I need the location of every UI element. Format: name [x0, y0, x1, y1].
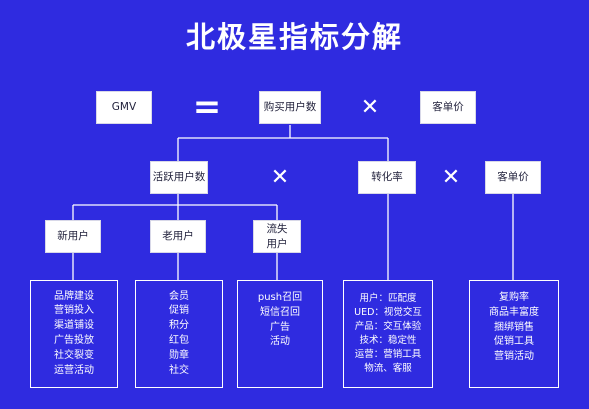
detail-item: 红包	[169, 335, 189, 346]
detail-item: 复购率	[499, 292, 529, 303]
equals-operator: =	[192, 87, 222, 127]
node-active-users: 活跃用户数	[150, 161, 208, 194]
node-aov-row2-label: 客单价	[497, 171, 529, 184]
node-buyers: 购买用户数	[259, 91, 321, 124]
detail-item: 用户：匹配度	[359, 292, 417, 304]
detail-item: 营销投入	[54, 305, 94, 317]
node-buyers-label: 购买用户数	[263, 101, 317, 114]
node-churn-users-line2: 用户	[266, 237, 288, 250]
times-operator-row2-left: ✕	[270, 164, 290, 190]
detail-item: 促销工具	[494, 336, 534, 348]
detail-item: 广告	[270, 321, 290, 333]
node-churn-users-line1: 流失	[266, 223, 288, 236]
node-old-users: 老用户	[150, 220, 206, 253]
detail-item: 活动	[270, 336, 290, 348]
detail-item: 广告投放	[54, 335, 94, 346]
times-operator-row1: ✕	[360, 94, 380, 120]
detail-item: UED：视觉交互	[354, 306, 422, 318]
detail-item: 勋章	[169, 349, 189, 361]
detail-churn-users: push召回 短信召回 广告 活动	[237, 280, 323, 388]
times-operator-row2-right: ✕	[441, 164, 461, 190]
detail-item: 会员	[169, 290, 189, 302]
diagram-title: 北极星指标分解	[185, 20, 403, 54]
node-conversion-label: 转化率	[371, 171, 403, 184]
detail-item: 社交裂变	[54, 349, 94, 361]
detail-item: 短信召回	[260, 306, 300, 318]
detail-item: 技术：稳定性	[359, 335, 417, 346]
detail-item: 品牌建设	[54, 290, 94, 302]
detail-item: 运营活动	[54, 364, 94, 376]
node-conversion: 转化率	[358, 161, 416, 194]
detail-item: 物流、客服	[364, 363, 412, 375]
node-new-users: 新用户	[45, 220, 101, 253]
detail-item: 促销	[169, 305, 189, 317]
node-aov-row1-label: 客单价	[432, 101, 464, 114]
detail-item: 积分	[169, 320, 189, 332]
detail-item: 捆绑销售	[494, 321, 534, 333]
detail-old-users: 会员 促销 积分 红包 勋章 社交	[135, 280, 223, 388]
node-aov-row2: 客单价	[485, 161, 541, 194]
detail-conversion: 用户：匹配度 UED：视觉交互 产品：交互体验 技术：稳定性 运营：营销工具 物…	[343, 280, 433, 388]
detail-item: push召回	[257, 292, 303, 303]
node-gmv: GMV	[96, 91, 152, 124]
node-old-users-label: 老用户	[162, 230, 194, 243]
detail-item: 社交	[169, 364, 189, 376]
node-churn-users: 流失 用户	[253, 220, 301, 253]
detail-new-users: 品牌建设 营销投入 渠道铺设 广告投放 社交裂变 运营活动	[30, 280, 118, 388]
node-aov-row1: 客单价	[420, 91, 476, 124]
detail-item: 运营：营销工具	[354, 349, 422, 361]
detail-item: 商品丰富度	[489, 306, 539, 318]
detail-item: 产品：交互体验	[354, 320, 422, 332]
node-gmv-label: GMV	[111, 101, 137, 114]
detail-aov: 复购率 商品丰富度 捆绑销售 促销工具 营销活动	[469, 280, 559, 388]
node-new-users-label: 新用户	[57, 230, 89, 243]
detail-item: 营销活动	[494, 351, 534, 363]
node-active-users-label: 活跃用户数	[152, 171, 206, 184]
detail-item: 渠道铺设	[54, 320, 94, 332]
